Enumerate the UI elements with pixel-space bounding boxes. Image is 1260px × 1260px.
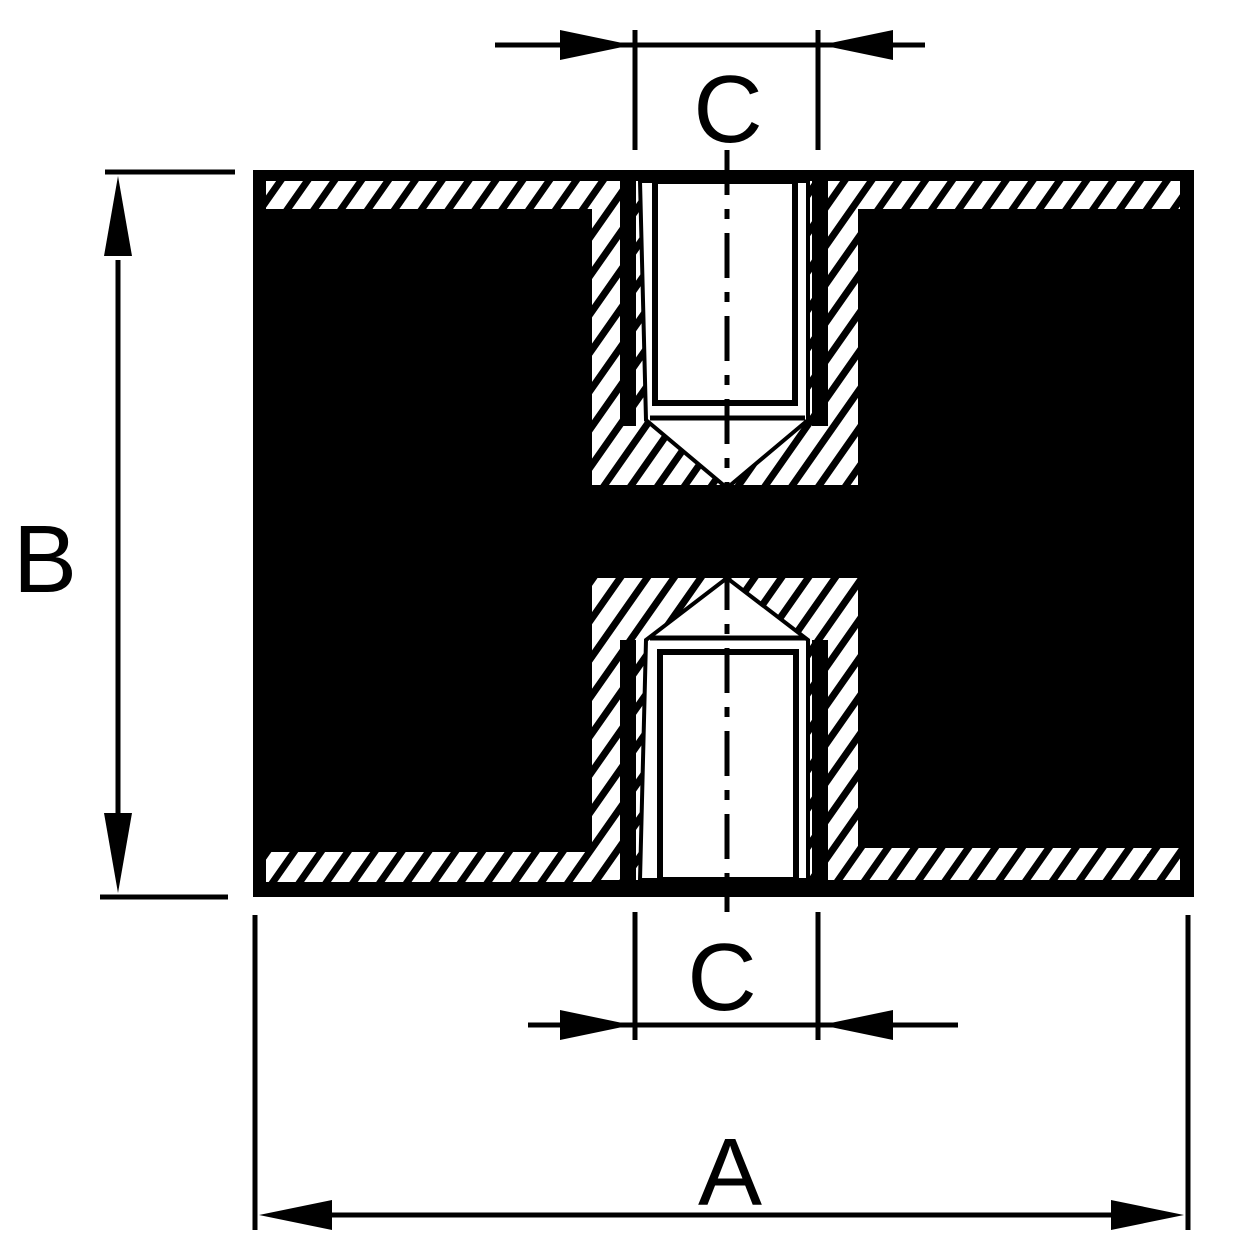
- bottom-threaded-insert: [592, 575, 858, 883]
- dimension-b: B: [13, 169, 235, 900]
- dimension-c-top: C: [495, 30, 925, 163]
- dimension-label-c-top: C: [693, 56, 762, 163]
- dimension-c-bottom: C: [528, 912, 958, 1040]
- top-plate-left: [266, 181, 592, 209]
- bottom-plate-left: [266, 852, 592, 882]
- top-plate-right: [858, 181, 1180, 209]
- dimension-label-c-bottom: C: [687, 924, 756, 1031]
- dimension-label-a: A: [698, 1119, 762, 1226]
- dimension-a: A: [252, 915, 1191, 1230]
- dimension-label-b: B: [13, 506, 77, 613]
- bottom-plate-right: [858, 848, 1180, 880]
